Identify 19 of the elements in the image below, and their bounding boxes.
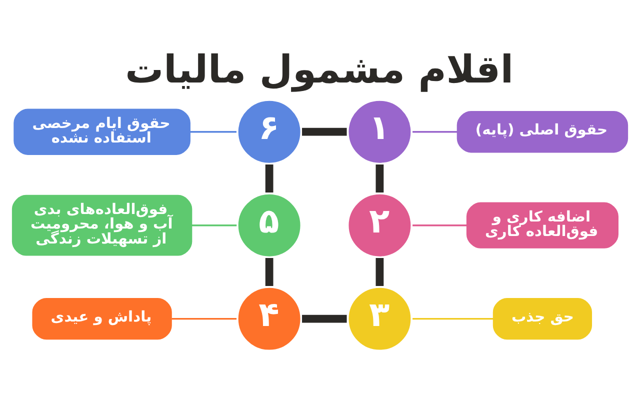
connector — [376, 258, 384, 286]
connector — [265, 164, 274, 192]
connector — [192, 224, 237, 226]
connector — [412, 131, 458, 133]
diagram-title: اقلام مشمول مالیات — [125, 48, 514, 93]
node-box: اضافه کاری و فوق‌العاده کاری — [466, 202, 618, 248]
connector — [302, 128, 347, 136]
node-box: فوق‌العاده‌های بدی آب و هوا، محرومیت از تسهیلات زندگی — [12, 194, 192, 256]
node-box: حقوق اصلی (پایه) — [456, 111, 628, 153]
connector — [172, 318, 237, 320]
connector — [412, 318, 494, 320]
connector — [302, 314, 347, 323]
node-box: حقوق ایام مرخصی استفاده نشده — [14, 108, 190, 155]
node-box: حق جذب — [492, 298, 592, 340]
connector — [412, 224, 467, 226]
node-box: پاداش و عیدی — [32, 298, 172, 340]
connector — [376, 164, 384, 192]
connector — [190, 131, 236, 133]
connector — [265, 258, 274, 286]
